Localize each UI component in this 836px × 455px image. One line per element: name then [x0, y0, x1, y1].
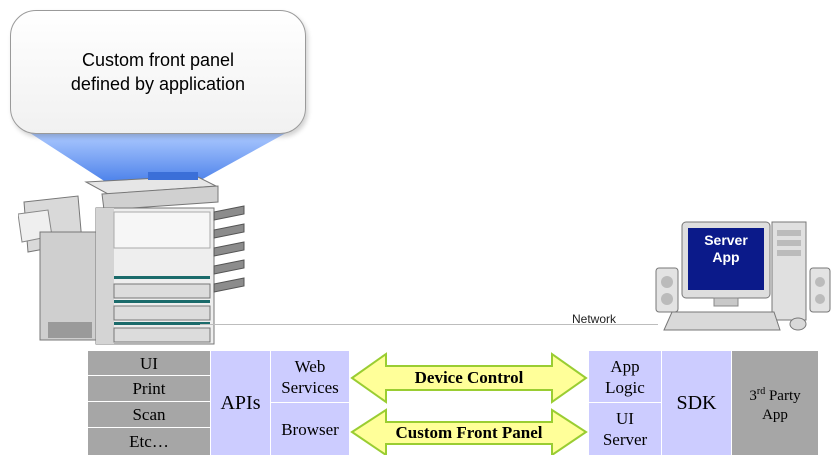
callout-line-2: defined by application	[70, 74, 246, 94]
stack-etc: Etc…	[88, 428, 210, 455]
web-services-line-1: Web	[294, 356, 326, 376]
app-logic-line-1: App	[610, 356, 640, 376]
device-control-label: Device Control	[414, 368, 524, 387]
app-logic-box: App Logic	[589, 351, 661, 403]
third-party-app-box: 3rd Party App	[732, 351, 818, 455]
device-control-arrow	[350, 352, 588, 404]
server-screen-label: Server App	[688, 232, 764, 266]
stack-ui: UI	[88, 351, 210, 376]
third-party-line-1: 3rd Party	[749, 382, 800, 406]
third-party-party: Party	[765, 387, 801, 404]
custom-front-panel-arrow	[350, 408, 588, 455]
server-computer-image	[655, 221, 831, 331]
custom-front-panel-label: Custom Front Panel	[395, 423, 543, 442]
ui-server-box: UI Server	[589, 403, 661, 455]
ui-server-line-1: UI	[616, 409, 634, 428]
network-label: Network	[572, 312, 617, 326]
third-party-line-2: App	[762, 406, 788, 423]
server-label-line-1: Server	[704, 232, 748, 248]
stack-scan: Scan	[88, 402, 210, 428]
sdk-box: SDK	[662, 351, 731, 455]
third-party-superscript: rd	[756, 385, 766, 397]
server-label-line-2: App	[712, 249, 740, 265]
browser-box: Browser	[271, 403, 349, 455]
web-services-box: Web Services	[271, 351, 349, 403]
stack-print: Print	[88, 376, 210, 402]
copier-image	[18, 172, 245, 345]
apis-box: APIs	[211, 351, 270, 455]
front-panel-callout: Custom front panel defined by applicatio…	[10, 10, 306, 134]
network-line	[200, 324, 658, 325]
web-services-line-2: Services	[281, 377, 339, 397]
ui-server-line-2: Server	[602, 430, 648, 449]
app-logic-line-2: Logic	[605, 377, 645, 397]
third-party-number: 3	[749, 387, 757, 404]
callout-line-1: Custom front panel	[81, 50, 235, 70]
